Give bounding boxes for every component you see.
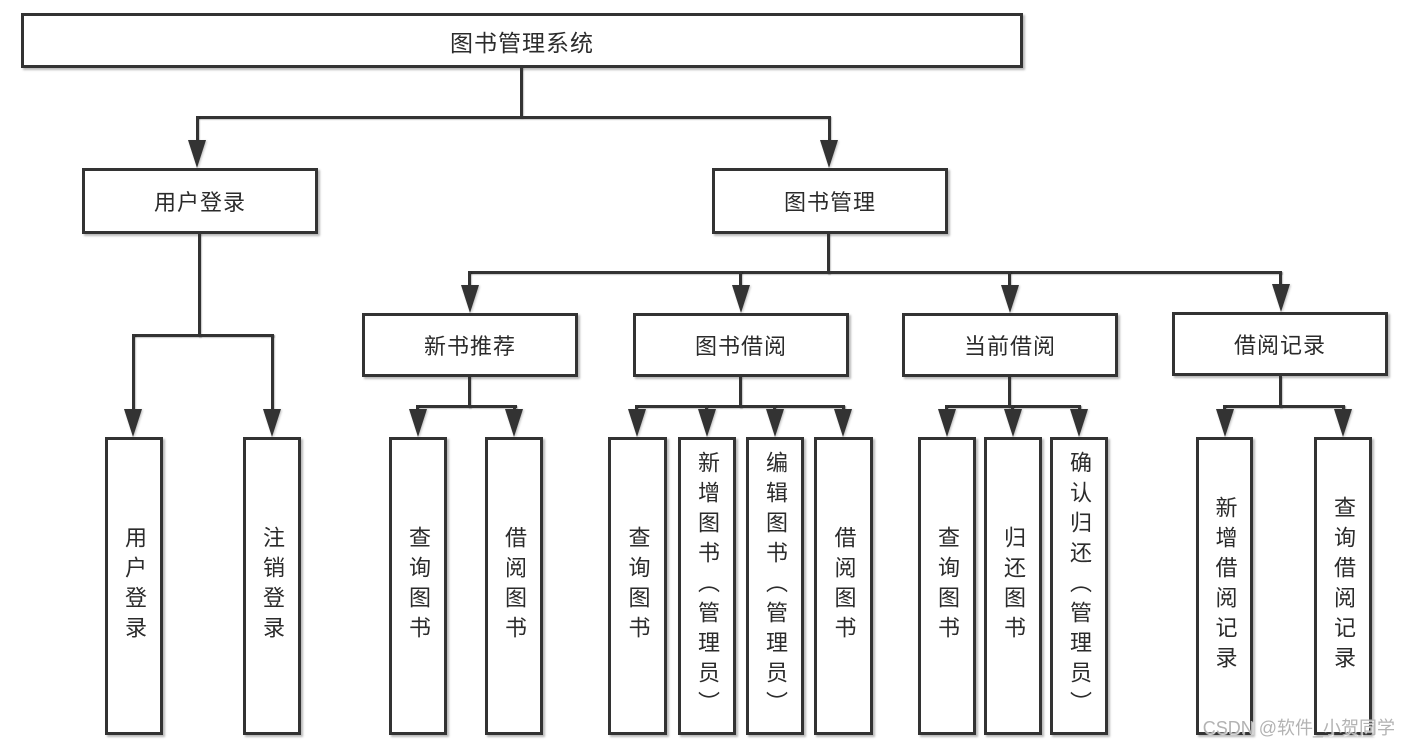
arrow-down-icon	[732, 285, 750, 313]
leaf-current-query-books-label: 查询图书	[935, 526, 960, 646]
arrow-line	[132, 334, 135, 412]
leaf-recommend-query-books-label: 查询图书	[406, 526, 431, 646]
arrow-down-icon	[263, 409, 281, 437]
connector-stub-borrow	[739, 376, 742, 408]
node-current-borrow-label: 当前借阅	[963, 334, 1056, 359]
leaf-borrow-query-books: 查询图书	[608, 437, 667, 735]
connector-rail-borrow-children	[635, 405, 845, 408]
connector-stub-root	[520, 67, 523, 118]
leaf-add-borrow-record-label: 新增借阅记录	[1212, 496, 1238, 676]
connector-rail-level2	[196, 116, 830, 119]
connector-stub-recommend	[468, 376, 471, 408]
arrow-down-icon	[1334, 409, 1352, 437]
arrow-down-icon	[628, 409, 646, 437]
leaf-borrow-books: 借阅图书	[814, 437, 873, 735]
connector-rail-records-children	[1223, 405, 1345, 408]
leaf-return-books: 归还图书	[984, 437, 1042, 735]
arrow-line	[828, 116, 831, 142]
connector-rail-level3	[468, 271, 1282, 274]
node-root: 图书管理系统	[21, 13, 1023, 68]
arrow-line	[739, 271, 742, 288]
leaf-recommend-query-books: 查询图书	[389, 437, 447, 735]
arrow-line	[1008, 271, 1011, 288]
arrow-down-icon	[1070, 409, 1088, 437]
leaf-add-books-admin-label: 新增图书（管理员）	[695, 451, 720, 721]
node-new-book-recommend: 新书推荐	[362, 313, 578, 377]
node-new-book-recommend-label: 新书推荐	[423, 334, 516, 359]
leaf-borrow-books-label: 借阅图书	[831, 526, 857, 646]
arrow-down-icon	[1216, 409, 1234, 437]
leaf-recommend-borrow-books: 借阅图书	[485, 437, 543, 735]
arrow-down-icon	[938, 409, 956, 437]
leaf-borrow-query-books-label: 查询图书	[625, 526, 651, 646]
leaf-confirm-return-admin: 确认归还（管理员）	[1050, 437, 1108, 735]
leaf-current-query-books: 查询图书	[918, 437, 976, 735]
csdn-watermark: CSDN @软件_小贺同学	[1202, 718, 1395, 738]
connector-stub-user-login	[198, 233, 201, 337]
connector-stub-current	[1008, 376, 1011, 408]
arrow-down-icon	[1004, 409, 1022, 437]
leaf-user-login-label: 用户登录	[122, 526, 147, 646]
connector-stub-records	[1279, 376, 1282, 408]
arrow-down-icon	[124, 409, 142, 437]
leaf-query-borrow-record-label: 查询借阅记录	[1331, 496, 1356, 676]
arrow-down-icon	[766, 409, 784, 437]
leaf-confirm-return-admin-label: 确认归还（管理员）	[1067, 451, 1092, 721]
leaf-return-books-label: 归还图书	[1001, 526, 1026, 646]
arrow-down-icon	[505, 409, 523, 437]
arrow-down-icon	[1001, 285, 1019, 313]
node-book-management: 图书管理	[712, 168, 948, 234]
arrow-down-icon	[461, 285, 479, 313]
node-borrow-records: 借阅记录	[1172, 312, 1388, 376]
connector-stub-book-management	[827, 233, 830, 274]
node-book-borrow: 图书借阅	[633, 313, 849, 377]
arrow-down-icon	[820, 140, 838, 168]
connector-rail-login-children	[132, 334, 274, 337]
arrow-line	[196, 116, 199, 142]
arrow-line	[1279, 271, 1282, 288]
arrow-down-icon	[698, 409, 716, 437]
node-book-management-label: 图书管理	[783, 190, 876, 215]
node-borrow-records-label: 借阅记录	[1233, 333, 1326, 358]
leaf-recommend-borrow-books-label: 借阅图书	[502, 526, 527, 646]
node-user-login-label: 用户登录	[153, 190, 246, 215]
leaf-edit-books-admin: 编辑图书（管理员）	[746, 437, 804, 735]
leaf-logout: 注销登录	[243, 437, 301, 735]
leaf-edit-books-admin-label: 编辑图书（管理员）	[763, 451, 788, 721]
arrow-down-icon	[409, 409, 427, 437]
leaf-query-borrow-record: 查询借阅记录	[1314, 437, 1372, 735]
leaf-add-borrow-record: 新增借阅记录	[1196, 437, 1253, 735]
leaf-user-login: 用户登录	[105, 437, 163, 735]
leaf-add-books-admin: 新增图书（管理员）	[678, 437, 736, 735]
arrow-down-icon	[188, 140, 206, 168]
leaf-logout-label: 注销登录	[260, 526, 285, 646]
arrow-line	[468, 271, 471, 288]
arrow-down-icon	[834, 409, 852, 437]
node-book-borrow-label: 图书借阅	[694, 334, 787, 359]
arrow-line	[271, 334, 274, 412]
node-user-login: 用户登录	[82, 168, 318, 234]
arrow-down-icon	[1272, 284, 1290, 312]
connector-rail-recommend-children	[416, 405, 517, 408]
node-root-label: 图书管理系统	[450, 29, 594, 56]
node-current-borrow: 当前借阅	[902, 313, 1118, 377]
